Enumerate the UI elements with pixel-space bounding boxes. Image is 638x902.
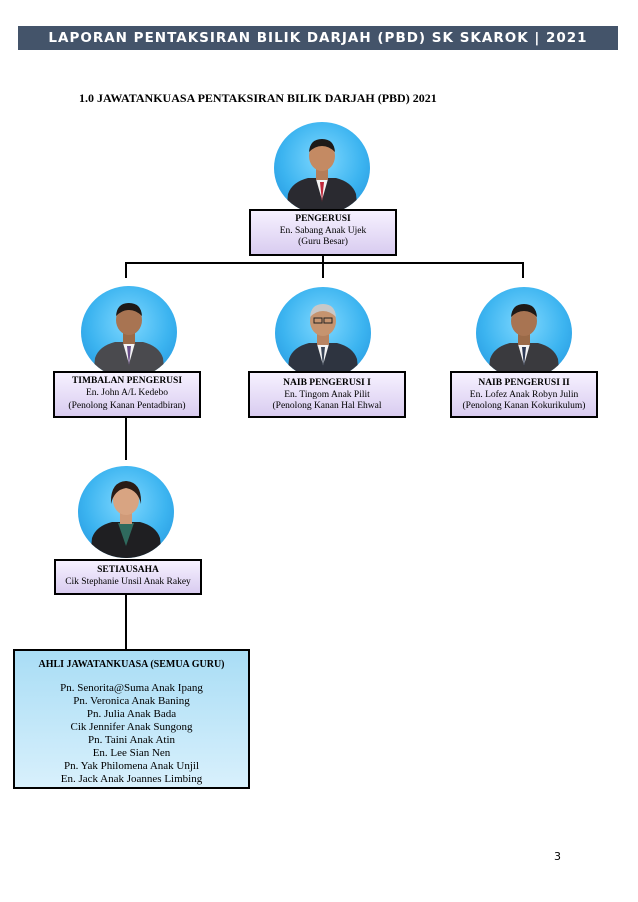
section-title: 1.0 JAWATANKUASA PENTAKSIRAN BILIK DARJA… — [79, 91, 437, 105]
member-name: Pn. Yak Philomena Anak Unjil — [63, 760, 200, 772]
vice-chairman-2-name: En. Lofez Anak Robyn Julin — [469, 389, 579, 400]
chairman-post: (Guru Besar) — [298, 237, 348, 247]
vice-chairman-1-photo — [275, 287, 371, 379]
chairman-role: PENGERUSI — [295, 214, 351, 224]
member-name: Cik Jennifer Anak Sungong — [70, 721, 193, 733]
committee-members-title: AHLI JAWATANKUASA (SEMUA GURU) — [38, 659, 225, 670]
deputy-chairman-photo — [81, 286, 177, 378]
connector-right-drop — [522, 262, 524, 278]
vice-chairman-1-post: (Penolong Kanan Hal Ehwal — [272, 401, 382, 411]
member-name: Pn. Veronica Anak Baning — [73, 695, 190, 707]
connector-left-drop — [125, 262, 127, 278]
deputy-chairman-role: TIMBALAN PENGERUSI — [71, 376, 183, 386]
member-name: Pn. Taini Anak Atin — [87, 734, 176, 746]
member-name: Pn. Julia Anak Bada — [86, 708, 177, 720]
connector-deputy-to-secretary — [125, 418, 127, 460]
vice-chairman-1-role: NAIB PENGERUSI I — [283, 378, 371, 388]
deputy-chairman-box: TIMBALAN PENGERUSI En. John A/L Kedebo (… — [53, 371, 201, 418]
connector-secretary-to-members — [125, 594, 127, 649]
connector-middle-drop — [322, 262, 324, 278]
deputy-chairman-name: En. John A/L Kedebo — [86, 387, 168, 398]
secretary-name: Cik Stephanie Unsil Anak Rakey — [65, 576, 191, 587]
connector-horizontal — [125, 262, 524, 264]
committee-members-box: AHLI JAWATANKUASA (SEMUA GURU) Pn. Senor… — [13, 649, 250, 789]
vice-chairman-2-post: (Penolong Kanan Kokurikulum) — [462, 401, 586, 411]
secretary-role: SETIAUSAHA — [97, 565, 159, 575]
page-number: 3 — [554, 850, 561, 863]
vice-chairman-1-name: En. Tingom Anak Pilit — [284, 389, 370, 400]
vice-chairman-1-box: NAIB PENGERUSI I En. Tingom Anak Pilit (… — [248, 371, 406, 418]
document-header: LAPORAN PENTAKSIRAN BILIK DARJAH (PBD) S… — [18, 26, 618, 50]
secretary-photo — [78, 466, 174, 558]
chairman-photo — [274, 122, 370, 214]
chairman-box: PENGERUSI En. Sabang Anak Ujek (Guru Bes… — [249, 209, 397, 256]
vice-chairman-2-box: NAIB PENGERUSI II En. Lofez Anak Robyn J… — [450, 371, 598, 418]
vice-chairman-2-role: NAIB PENGERUSI II — [478, 378, 570, 388]
member-name: En. Lee Sian Nen — [92, 747, 171, 759]
chairman-name: En. Sabang Anak Ujek — [279, 225, 367, 236]
member-name: Pn. Senorita@Suma Anak Ipang — [60, 682, 203, 694]
vice-chairman-2-photo — [476, 287, 572, 379]
secretary-box: SETIAUSAHA Cik Stephanie Unsil Anak Rake… — [54, 559, 202, 595]
deputy-chairman-post: (Penolong Kanan Pentadbiran) — [68, 401, 186, 411]
member-name: En. Jack Anak Joannes Limbing — [60, 773, 203, 785]
connector-chair-down — [322, 255, 324, 263]
